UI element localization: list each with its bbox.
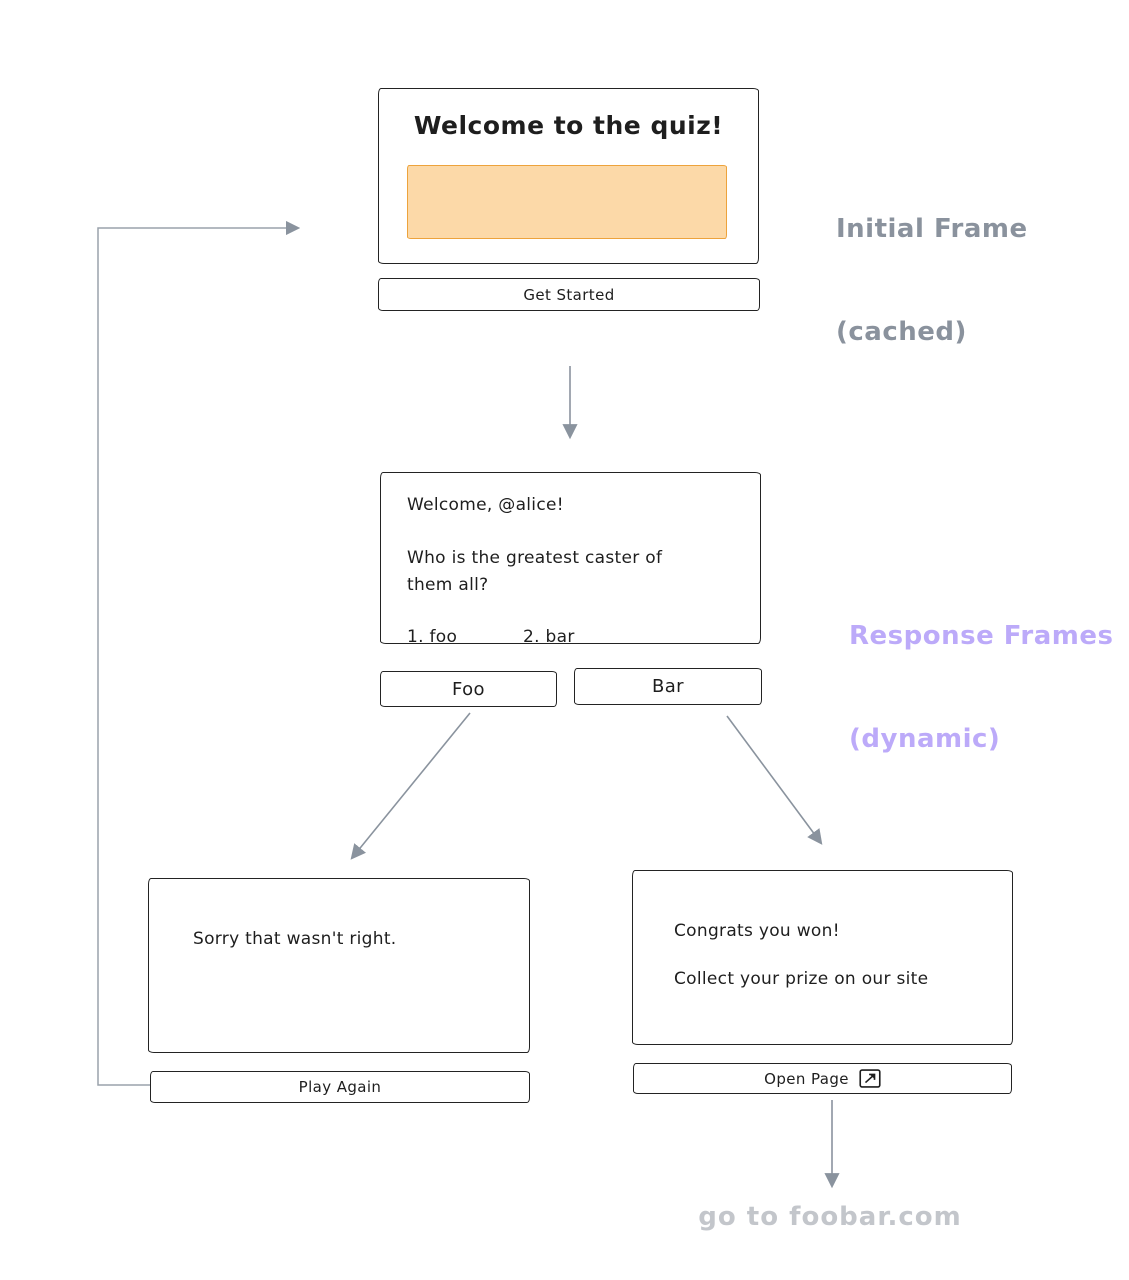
foo-button[interactable]: Foo — [380, 671, 557, 707]
wrong-frame: Sorry that wasn't right. — [148, 878, 530, 1053]
question-option-2: 2. bar — [523, 627, 575, 648]
initial-frame-title: Welcome to the quiz! — [413, 111, 724, 140]
play-again-label: Play Again — [298, 1078, 382, 1096]
bar-button[interactable]: Bar — [574, 668, 762, 705]
get-started-label: Get Started — [523, 285, 615, 304]
arrow-bar-to-win — [726, 715, 823, 845]
foo-button-label: Foo — [452, 678, 485, 700]
play-again-button[interactable]: Play Again — [150, 1071, 530, 1103]
goto-foobar-label: go to foobar.com — [698, 1202, 962, 1232]
win-frame-line2: Collect your prize on our site — [674, 969, 929, 989]
annotation-response-line1: Response Frames — [849, 620, 1114, 651]
annotation-response-line2: (dynamic) — [849, 723, 1001, 754]
annotation-initial-line1: Initial Frame — [836, 213, 1028, 244]
open-page-label: Open Page — [764, 1069, 849, 1088]
arrow-foo-to-wrong — [350, 712, 471, 860]
open-page-button[interactable]: Open Page — [633, 1063, 1012, 1094]
question-frame: Welcome, @alice! Who is the greatest cas… — [380, 472, 761, 647]
annotation-initial-frame: Initial Frame (cached) — [836, 143, 1028, 418]
question-frame-options: 1. foo 2. bar — [407, 627, 760, 647]
wrong-frame-message: Sorry that wasn't right. — [193, 929, 397, 949]
bar-button-label: Bar — [652, 676, 684, 697]
external-link-icon — [859, 1069, 881, 1088]
annotation-response-frames: Response Frames (dynamic) — [849, 550, 1113, 825]
question-option-1: 1. foo — [407, 627, 458, 648]
win-frame: Congrats you won! Collect your prize on … — [632, 870, 1013, 1045]
frame-image-placeholder — [407, 165, 727, 239]
annotation-initial-line2: (cached) — [836, 316, 967, 347]
get-started-button[interactable]: Get Started — [378, 278, 760, 311]
win-frame-line1: Congrats you won! — [674, 921, 840, 941]
initial-frame: Welcome to the quiz! — [378, 88, 759, 264]
question-frame-greeting: Welcome, @alice! — [407, 495, 564, 515]
question-frame-question: Who is the greatest caster of them all? — [407, 548, 663, 596]
